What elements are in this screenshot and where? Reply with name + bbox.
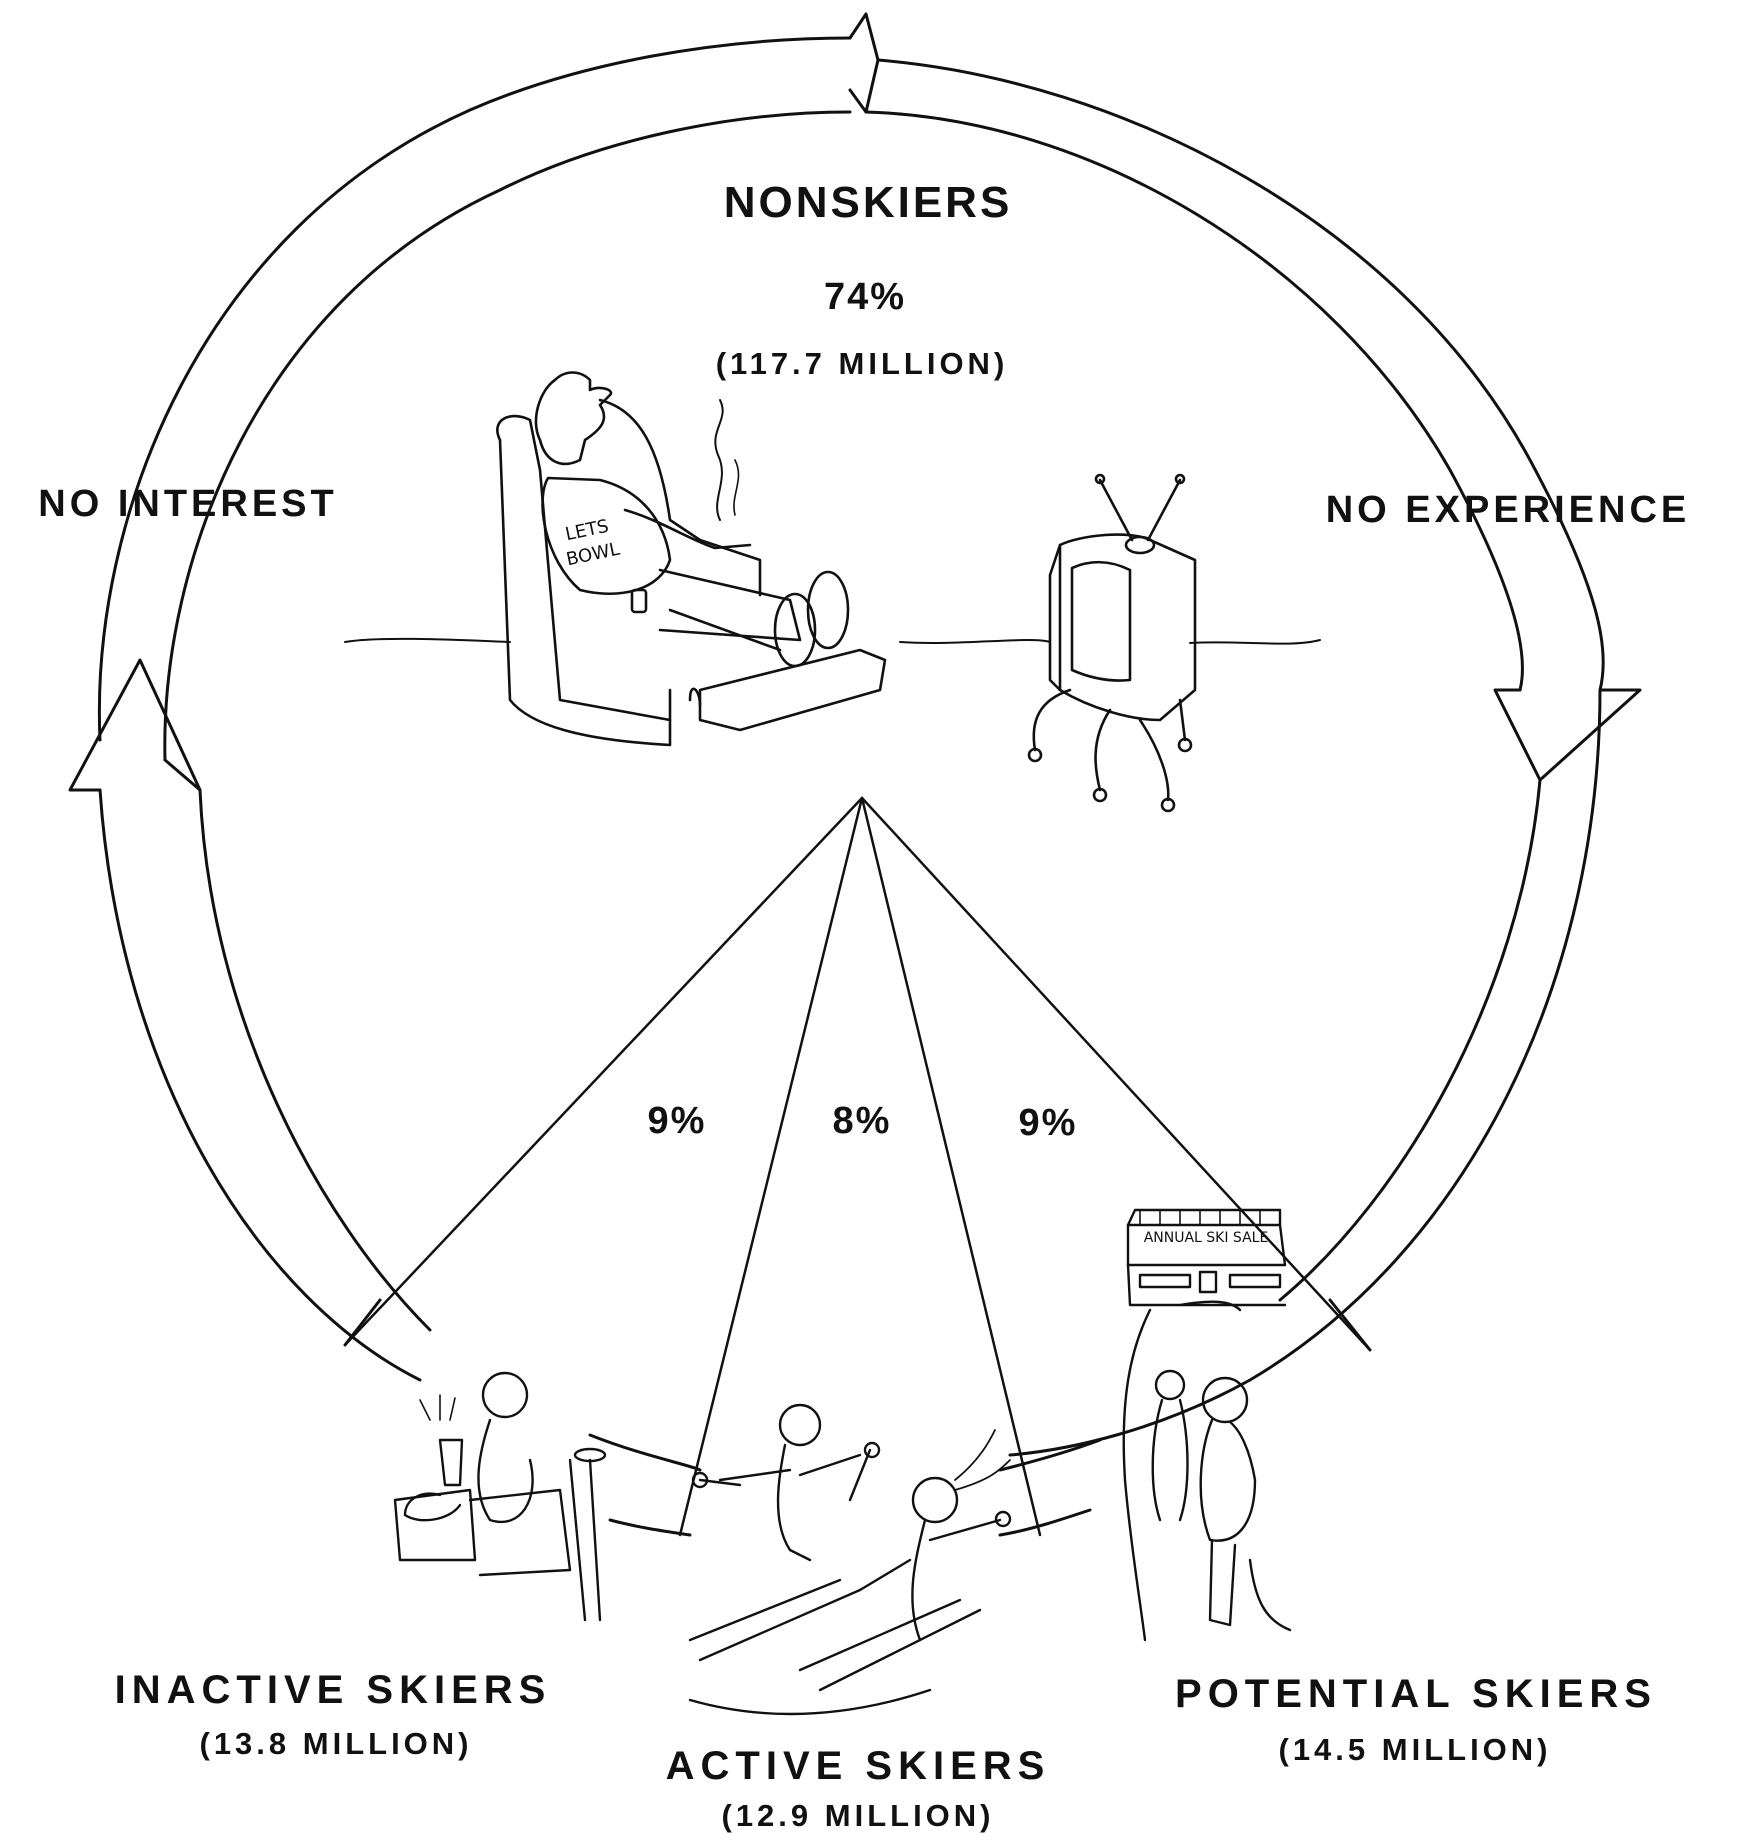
active-share: 8% bbox=[833, 1100, 892, 1143]
right-arrowhead bbox=[1495, 690, 1640, 780]
cycle-arrow-band bbox=[70, 14, 1640, 1535]
inactive-skiers-label: INACTIVE SKIERS bbox=[115, 1668, 552, 1713]
bottom-arc-inner-left bbox=[590, 1435, 700, 1470]
potential-skiers-count: (14.5 MILLION) bbox=[1278, 1732, 1551, 1768]
outer-rail-right-lower bbox=[1010, 690, 1600, 1455]
store-illustration bbox=[1128, 1210, 1285, 1305]
no-experience-label: NO EXPERIENCE bbox=[1326, 489, 1691, 532]
bottom-arc-outer-right bbox=[1000, 1510, 1090, 1535]
nonskiers-count: (117.7 MILLION) bbox=[716, 346, 1009, 382]
active-skiers-count: (12.9 MILLION) bbox=[721, 1798, 994, 1834]
active-skiers-label: ACTIVE SKIERS bbox=[666, 1744, 1051, 1789]
left-arrowhead bbox=[70, 660, 200, 790]
potential-share: 9% bbox=[1019, 1102, 1078, 1145]
active-skiers-illustration bbox=[690, 1405, 1010, 1714]
television-illustration bbox=[1029, 475, 1195, 811]
inner-rail-left-lower bbox=[200, 790, 430, 1330]
wedge-line-2 bbox=[680, 798, 862, 1535]
top-arrowhead bbox=[850, 14, 878, 112]
inner-rail-right-lower bbox=[1280, 780, 1540, 1300]
man-head bbox=[536, 373, 611, 464]
nonskiers-title: NONSKIERS bbox=[724, 178, 1013, 228]
outer-rail-left-lower bbox=[100, 790, 420, 1380]
nonskiers-percent: 74% bbox=[824, 276, 906, 319]
potential-skier-illustration bbox=[1124, 1302, 1290, 1640]
wedge-line-4 bbox=[862, 798, 1370, 1350]
bottom-arc-outer-left bbox=[610, 1520, 690, 1535]
inactive-skier-illustration bbox=[395, 1373, 605, 1620]
no-interest-label: NO INTEREST bbox=[38, 483, 337, 526]
armchair-illustration bbox=[497, 373, 885, 746]
share-wedges bbox=[345, 798, 1370, 1535]
wedge-line-1 bbox=[345, 798, 862, 1345]
inactive-skiers-count: (13.8 MILLION) bbox=[199, 1726, 472, 1762]
ground-lines bbox=[345, 639, 1320, 644]
wedge-line-3 bbox=[862, 798, 1040, 1535]
potential-skiers-label: POTENTIAL SKIERS bbox=[1175, 1672, 1657, 1717]
store-sign-text: ANNUAL SKI SALE bbox=[1144, 1230, 1269, 1246]
inactive-share: 9% bbox=[648, 1100, 707, 1143]
